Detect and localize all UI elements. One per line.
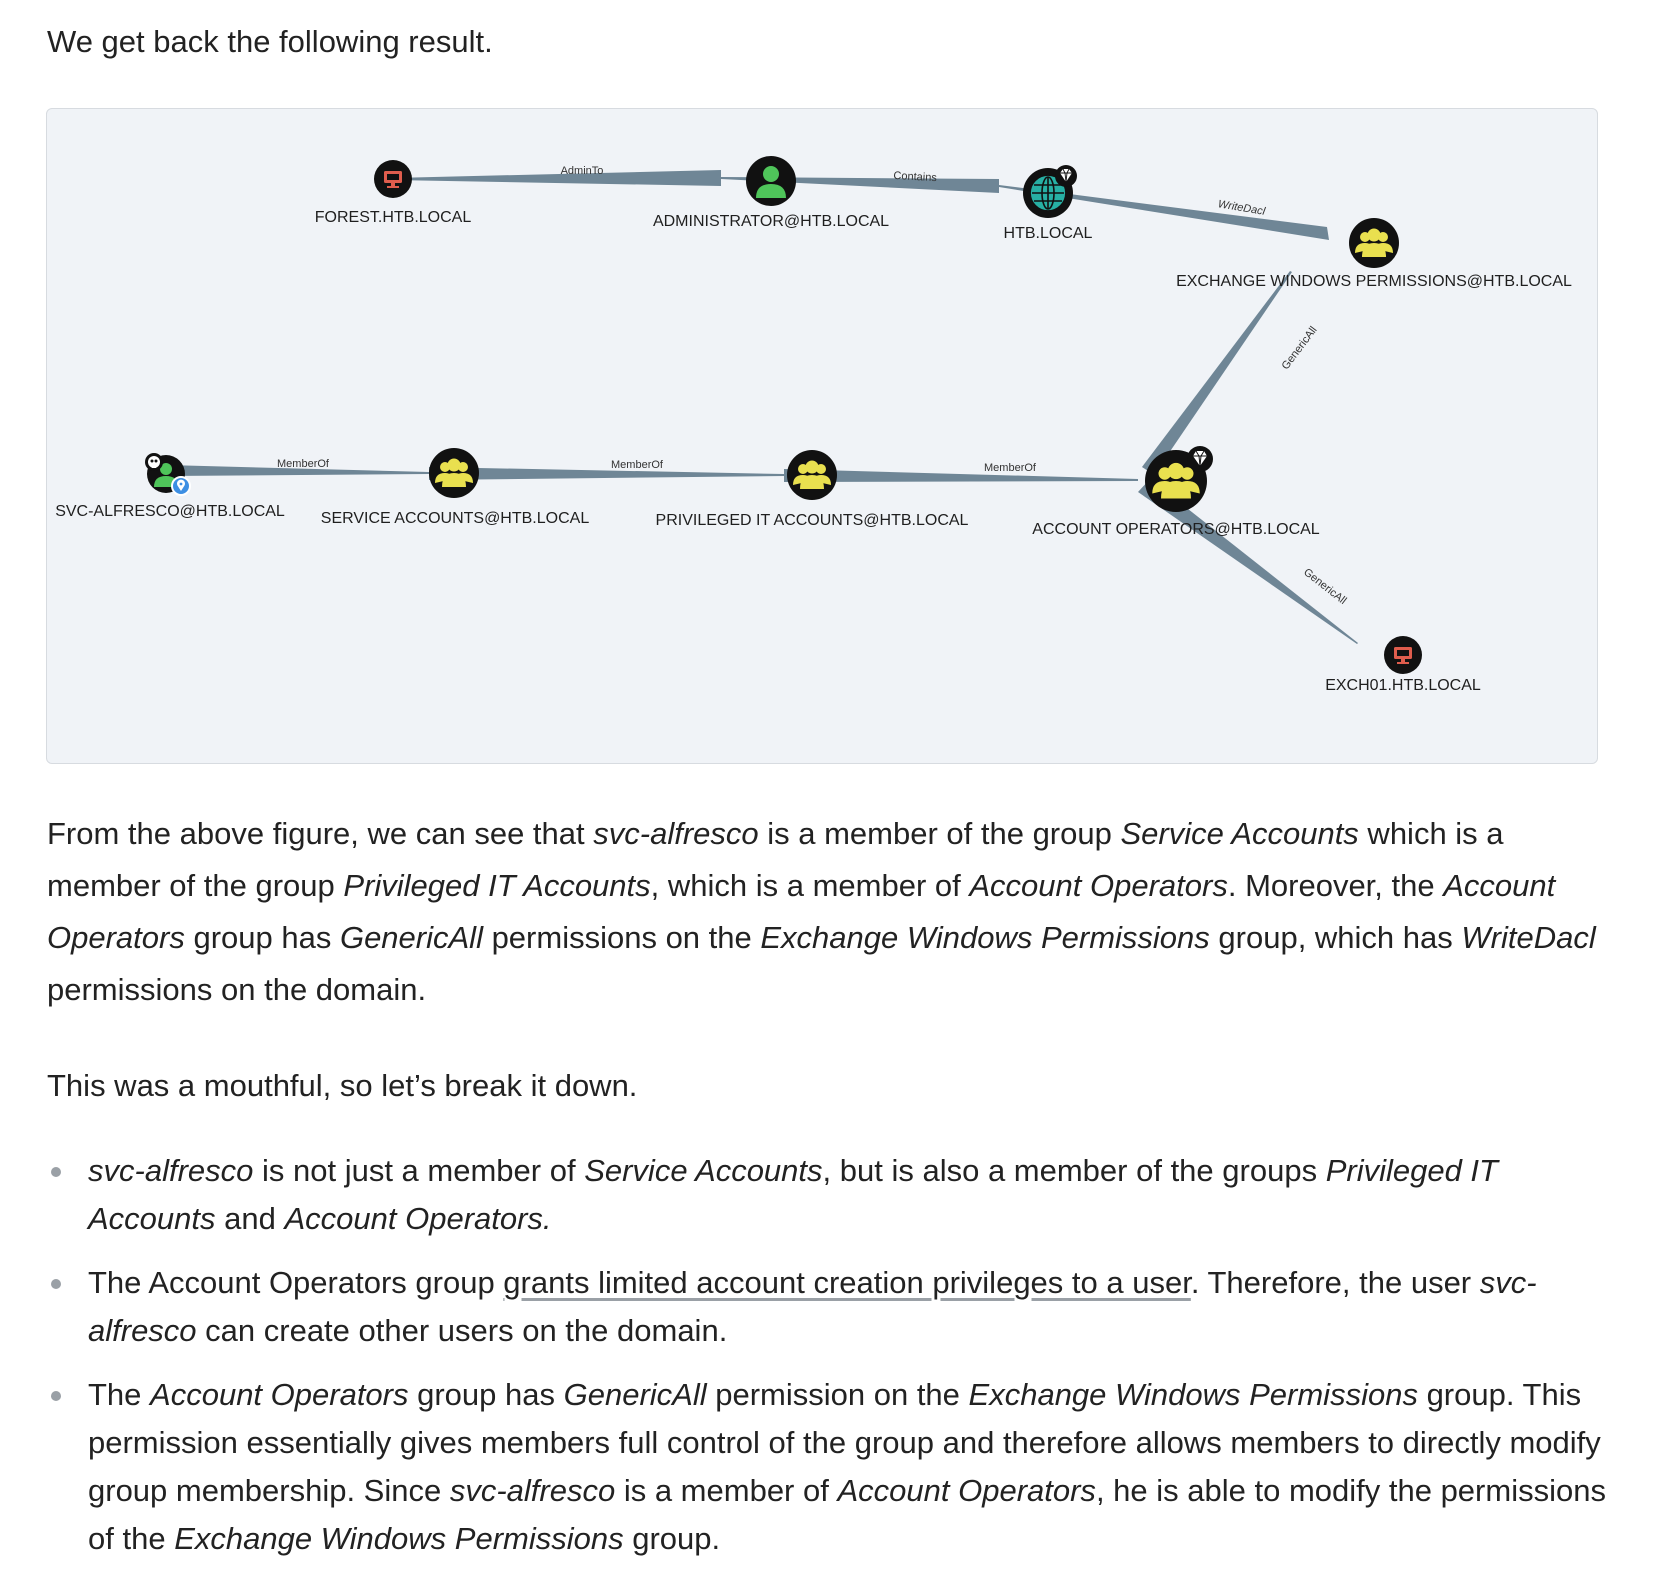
explanation-paragraph: From the above figure, we can see that s… — [47, 808, 1607, 1016]
group-icon — [1355, 228, 1393, 257]
text-run: . Moreover, the — [1227, 868, 1444, 903]
user-icon — [756, 166, 786, 198]
intro-text: We get back the following result. — [47, 24, 493, 59]
node-label-forest: FOREST.HTB.LOCAL — [315, 209, 472, 226]
node-forest[interactable] — [374, 160, 412, 198]
node-label-exchange-windows-permissions: EXCHANGE WINDOWS PERMISSIONS@HTB.LOCAL — [1176, 273, 1572, 290]
emphasis-account-operators: Account Operators — [837, 1473, 1096, 1508]
edge-label-genericall-exch01: GenericAll — [1301, 566, 1348, 607]
graph-edge-labels: AdminTo Contains WriteDacl GenericAll Me… — [277, 165, 1349, 607]
node-label-privileged-it-accounts: PRIVILEGED IT ACCOUNTS@HTB.LOCAL — [656, 512, 969, 529]
node-label-service-accounts: SERVICE ACCOUNTS@HTB.LOCAL — [321, 510, 590, 527]
emphasis-genericall: GenericAll — [339, 920, 483, 955]
globe-icon — [1030, 175, 1066, 211]
emphasis-service-accounts: Service Accounts — [584, 1153, 823, 1188]
node-account-operators[interactable] — [1145, 446, 1213, 512]
text-run: From the above figure, we can see that — [47, 816, 594, 851]
account-operators-docs-link[interactable]: grants limited account creation privileg… — [503, 1265, 1191, 1300]
emphasis-svc-alfresco: svc-alfresco — [88, 1153, 254, 1188]
emphasis-writedacl: WriteDacl — [1461, 920, 1596, 955]
text-run: . Therefore, the user — [1190, 1265, 1480, 1300]
edge-memberof-service[interactable] — [429, 467, 784, 480]
emphasis-account-operators: Account Operators — [47, 868, 1556, 955]
edge-memberof-svc[interactable] — [167, 465, 429, 476]
list-item: svc-alfresco is not just a member of Ser… — [47, 1147, 1607, 1243]
edge-genericall-exchange[interactable] — [1142, 271, 1292, 475]
emphasis-exchange-windows-permissions: Exchange Windows Permissions — [174, 1521, 624, 1556]
computer-icon — [1394, 647, 1412, 664]
text-run: The — [88, 1377, 151, 1412]
text-run: can create other users on the domain. — [196, 1313, 728, 1348]
text-run: group has — [408, 1377, 564, 1412]
emphasis-privileged-it-accounts: Privileged IT Accounts — [343, 868, 651, 903]
emphasis-service-accounts: Service Accounts — [1120, 816, 1359, 851]
text-run: is a member of the group — [758, 816, 1121, 851]
node-administrator[interactable] — [746, 156, 796, 206]
edge-memberof-privileged[interactable] — [784, 469, 1138, 482]
emphasis-privileged-it-accounts: Privileged IT Accounts — [88, 1153, 1498, 1236]
diamond-icon — [1055, 165, 1077, 187]
breakdown-list: svc-alfresco is not just a member of Ser… — [47, 1147, 1607, 1579]
node-label-svc-alfresco: SVC-ALFRESCO@HTB.LOCAL — [55, 503, 285, 520]
node-svc-alfresco[interactable] — [145, 453, 191, 496]
emphasis-account-operators: Account Operators — [150, 1377, 409, 1412]
group-icon — [435, 458, 473, 487]
text-run: , which is a member of — [650, 868, 970, 903]
edge-genericall-exch01[interactable] — [1138, 479, 1358, 644]
node-label-account-operators: ACCOUNT OPERATORS@HTB.LOCAL — [1032, 521, 1320, 538]
text-run: permissions on the domain. — [47, 972, 427, 1007]
text-run: is not just a member of — [253, 1153, 585, 1188]
edge-label-adminto: AdminTo — [561, 165, 604, 177]
group-icon — [1152, 462, 1200, 499]
text-run: and — [215, 1201, 285, 1236]
diamond-icon — [1187, 446, 1213, 472]
node-privileged-it-accounts[interactable] — [787, 450, 837, 500]
node-exch01[interactable] — [1384, 636, 1422, 674]
text-run: The Account Operators group — [88, 1265, 504, 1300]
graph-canvas: AdminTo Contains WriteDacl GenericAll Me… — [55, 156, 1572, 694]
text-run: group. This permission essentially gives… — [88, 1377, 1601, 1508]
text-run: permissions on the — [482, 920, 761, 955]
list-item: The Account Operators group has GenericA… — [47, 1371, 1607, 1563]
text-run: , he is able to modify the permissions o… — [88, 1473, 1606, 1556]
skull-icon — [145, 453, 163, 471]
node-exchange-windows-permissions[interactable] — [1349, 218, 1399, 268]
edge-writedacl[interactable] — [999, 185, 1329, 240]
text-run: , but is also a member of the groups — [822, 1153, 1326, 1188]
computer-icon — [384, 171, 402, 188]
group-icon — [793, 460, 831, 489]
bloodhound-graph-panel[interactable]: AdminTo Contains WriteDacl GenericAll Me… — [46, 108, 1598, 764]
emphasis-genericall: GenericAll — [563, 1377, 707, 1412]
emphasis-svc-alfresco: svc-alfresco — [593, 816, 759, 851]
graph-edges — [167, 170, 1358, 644]
text-run: is a member of — [615, 1473, 838, 1508]
emphasis-exchange-windows-permissions: Exchange Windows Permissions — [760, 920, 1210, 955]
text-run: group. — [623, 1521, 721, 1556]
text-run: group has — [184, 920, 340, 955]
node-label-administrator: ADMINISTRATOR@HTB.LOCAL — [653, 213, 889, 230]
emphasis-exchange-windows-permissions: Exchange Windows Permissions — [968, 1377, 1418, 1412]
text-run: group, which has — [1209, 920, 1462, 955]
breakdown-intro: This was a mouthful, so let’s break it d… — [47, 1068, 638, 1103]
text-run: which is a member of the group — [47, 816, 1504, 903]
node-service-accounts[interactable] — [429, 448, 479, 498]
emphasis-account-operators: Account Operators — [969, 868, 1228, 903]
emphasis-svc-alfresco: svc-alfresco — [449, 1473, 616, 1508]
emphasis-account-operators: Account Operators. — [284, 1201, 552, 1236]
location-pin-icon — [171, 476, 191, 496]
edge-label-genericall-exchange: GenericAll — [1280, 324, 1320, 372]
node-label-htb-local: HTB.LOCAL — [1004, 225, 1093, 242]
emphasis-svc-alfresco: svc-alfresco — [88, 1265, 1537, 1348]
edge-adminto[interactable] — [393, 170, 721, 186]
edge-label-memberof-service: MemberOf — [611, 459, 664, 471]
edge-label-memberof-svc: MemberOf — [277, 458, 330, 470]
node-label-exch01: EXCH01.HTB.LOCAL — [1325, 677, 1481, 694]
list-item: The Account Operators group grants limit… — [47, 1259, 1607, 1355]
edge-label-memberof-privileged: MemberOf — [984, 462, 1037, 474]
node-htb-local[interactable] — [1023, 165, 1077, 218]
edge-label-contains: Contains — [893, 170, 937, 184]
text-run: permission on the — [706, 1377, 969, 1412]
